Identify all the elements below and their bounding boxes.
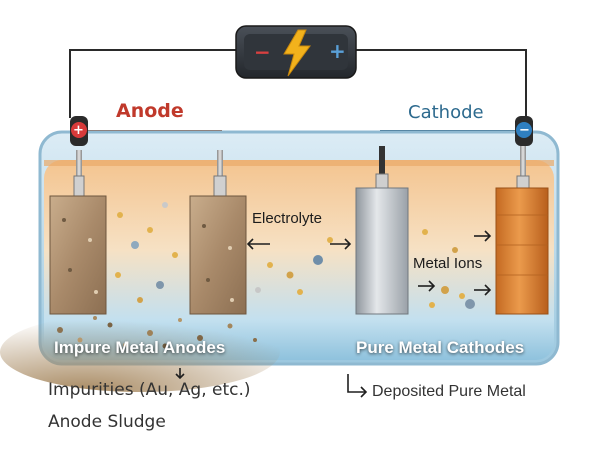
steel-cathode-plate: [355, 146, 409, 315]
anode-plate-right: [189, 150, 247, 315]
battery-positive-sign: +: [329, 39, 346, 63]
deposited-metal-caption: Deposited Pure Metal: [372, 383, 526, 400]
copper-cathode-plate: [495, 136, 549, 315]
anode-sludge-pile: [0, 310, 280, 392]
anode-plate-left: [49, 150, 107, 315]
electrolyte-liquid: [44, 160, 554, 360]
negative-wire: [69, 49, 236, 118]
anode-label: Anode: [116, 100, 184, 122]
negative-terminal: [515, 116, 533, 146]
positive-terminal-sign: +: [73, 123, 84, 138]
battery-negative-sign: −: [254, 40, 271, 64]
impurities-caption: Impurities (Au, Ag, etc.): [48, 380, 251, 400]
ion-particles: [115, 202, 475, 309]
positive-terminal: [70, 116, 88, 146]
cathode-label: Cathode: [408, 102, 484, 123]
positive-wire: [356, 49, 527, 118]
electrolyte-label: Electrolyte: [252, 210, 323, 227]
pure-cathodes-label: Pure Metal Cathodes: [356, 338, 525, 357]
lightning-bolt-icon: [283, 29, 311, 77]
arrow-icon: [175, 230, 492, 398]
anode-sludge-caption: Anode Sludge: [48, 412, 166, 432]
negative-terminal-sign: −: [519, 123, 530, 138]
impure-anodes-label: Impure Metal Anodes: [54, 338, 226, 357]
battery-icon: [235, 25, 357, 79]
metal-ions-label: Metal Ions: [413, 255, 483, 272]
